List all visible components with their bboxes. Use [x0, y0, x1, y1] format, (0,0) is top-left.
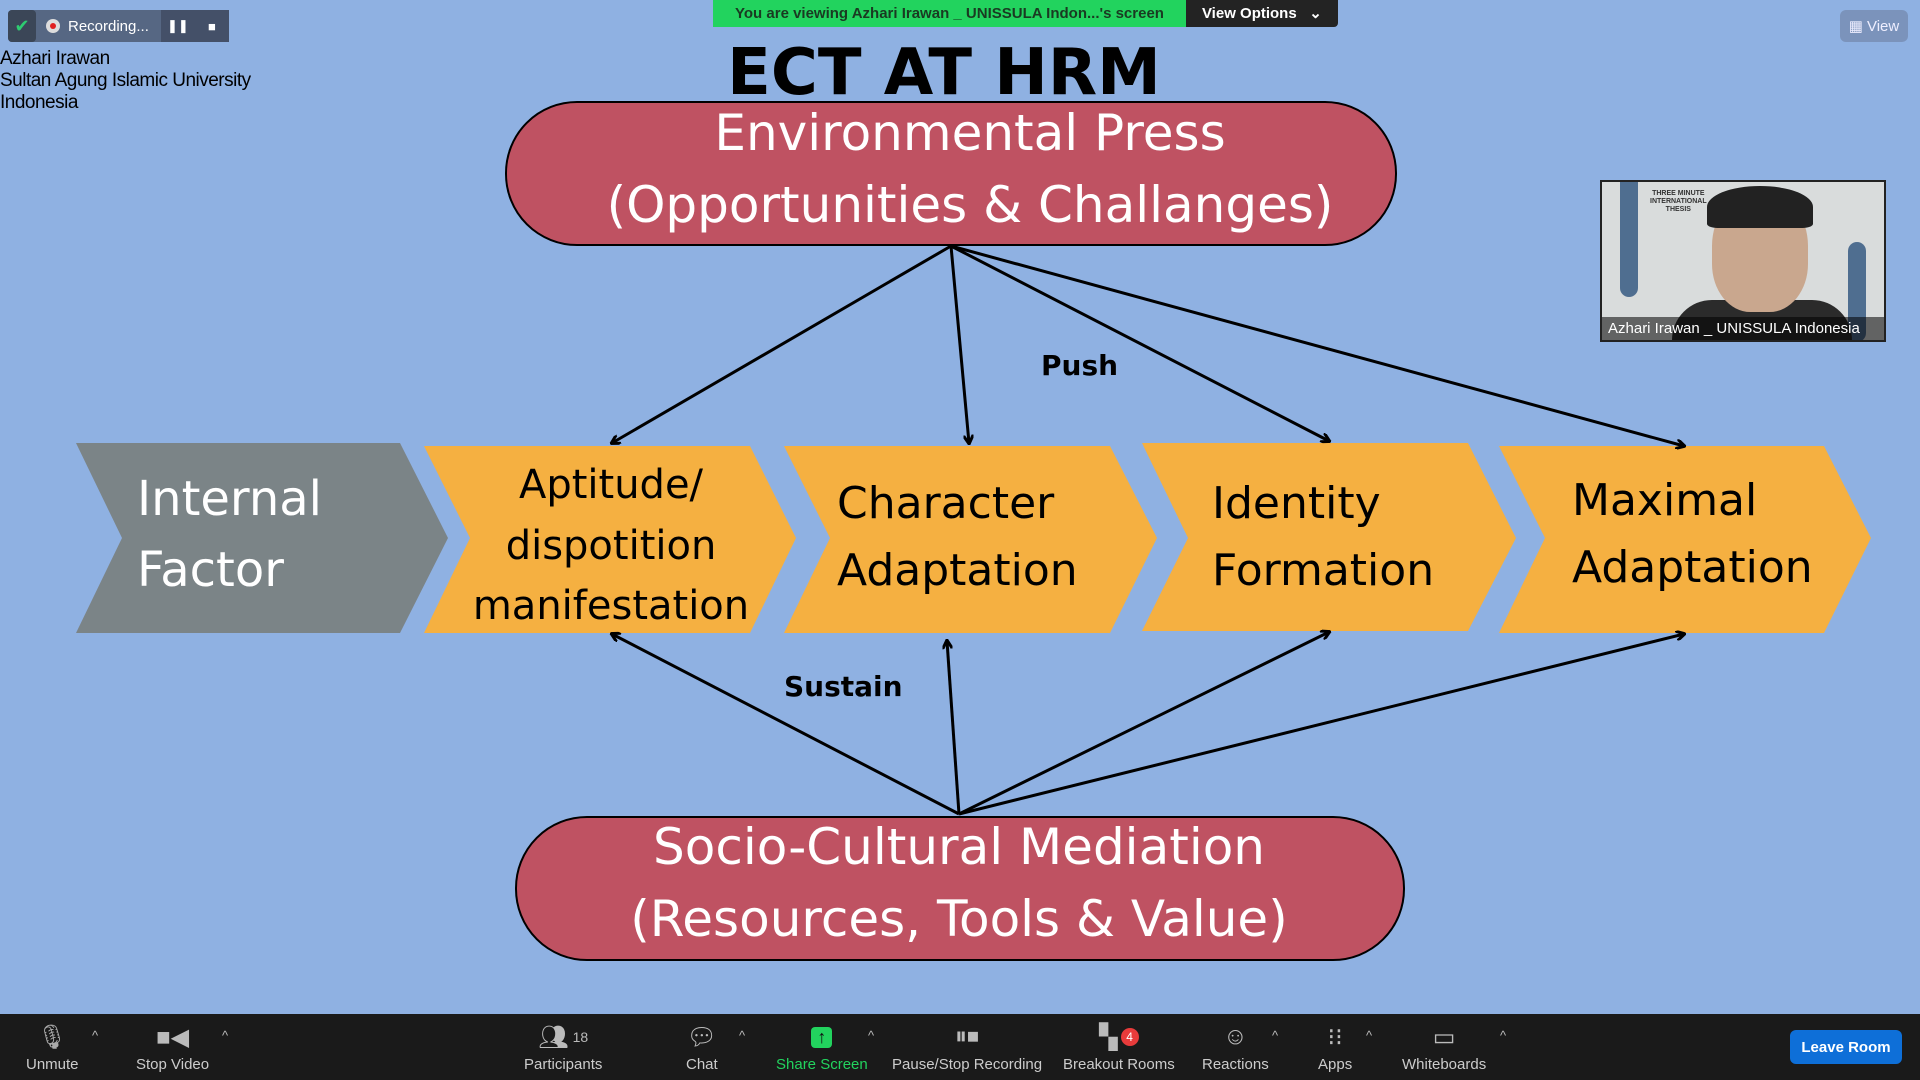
participant-count: 18	[572, 1029, 589, 1045]
share-screen-icon: ↑	[811, 1022, 833, 1052]
participants-icon: 👥︎18	[538, 1023, 589, 1051]
whiteboard-icon: ▭	[1432, 1023, 1456, 1051]
grid-icon: ▦	[1848, 18, 1863, 35]
stage-text: Character	[837, 478, 1055, 529]
chevron-maximal	[1499, 446, 1871, 633]
stage-text: Identity	[1212, 478, 1381, 529]
view-options-button[interactable]: View Options ⌄	[1185, 0, 1338, 27]
pause-stop-recording-button[interactable]: ⏸︎⏹︎ Pause/Stop Recording	[892, 1022, 1042, 1073]
muted-mic-icon: 🎙︎	[37, 1023, 68, 1051]
apps-icon: ⁝⁝	[1327, 1023, 1343, 1051]
whiteboards-caret[interactable]: ^	[1500, 1028, 1507, 1043]
share-screen-label: Share Screen	[776, 1056, 868, 1073]
environmental-press-ellipse	[505, 101, 1397, 246]
stop-video-label: Stop Video	[136, 1056, 210, 1073]
whiteboards-label: Whiteboards	[1402, 1056, 1487, 1073]
share-screen-button[interactable]: ↑ Share Screen	[776, 1022, 868, 1073]
chat-button[interactable]: 💬︎ Chat	[686, 1022, 718, 1074]
viewing-message: You are viewing Azhari Irawan _ UNISSULA…	[713, 0, 1186, 27]
chevron-down-icon: ⌄	[1300, 5, 1322, 22]
chevron-character	[784, 446, 1157, 633]
reactions-caret[interactable]: ^	[1272, 1028, 1279, 1043]
top-line2: (Opportunities & Challanges)	[607, 176, 1334, 234]
stage-text: Adaptation	[1572, 542, 1813, 593]
chevron-internal-factor	[76, 443, 448, 633]
sustain-arrows	[612, 632, 1684, 816]
pause-recording-button[interactable]: ❚❚	[160, 10, 195, 42]
bottom-line2: (Resources, Tools & Value)	[630, 890, 1287, 948]
video-options-caret[interactable]: ^	[222, 1028, 229, 1043]
presenter-name: Azhari Irawan	[0, 48, 110, 69]
slide-title: ECT AT HRM	[727, 36, 1161, 110]
whiteboards-button[interactable]: ▭ Whiteboards	[1402, 1022, 1487, 1074]
stage-text: Aptitude/	[519, 462, 704, 508]
chevron-aptitude	[424, 446, 796, 633]
breakout-rooms-icon: ▚4	[1099, 1022, 1139, 1052]
apps-caret[interactable]: ^	[1366, 1028, 1373, 1043]
presenter-country: Indonesia	[0, 92, 78, 113]
stage-text: manifestation	[473, 583, 749, 629]
reactions-label: Reactions	[1202, 1056, 1269, 1073]
stage-text: Internal	[137, 471, 322, 527]
record-icon	[46, 19, 60, 33]
video-camera-icon: ■◀	[156, 1023, 190, 1051]
stage-text: Formation	[1212, 545, 1434, 596]
recording-indicator: ✔ Recording... ❚❚ ■	[8, 10, 229, 42]
apps-label: Apps	[1318, 1056, 1353, 1073]
stage-text: Maximal	[1572, 475, 1757, 526]
smiley-icon: ☺	[1223, 1023, 1248, 1050]
sustain-label: Sustain	[784, 670, 903, 703]
audio-options-caret[interactable]: ^	[92, 1028, 99, 1043]
stage-text: Adaptation	[837, 545, 1078, 596]
chevron-identity	[1142, 443, 1516, 631]
screen-share-banner: You are viewing Azhari Irawan _ UNISSULA…	[713, 0, 1338, 27]
view-label: View	[1866, 17, 1900, 35]
share-options-caret[interactable]: ^	[868, 1028, 875, 1043]
view-options-label: View Options	[1201, 5, 1297, 22]
participant-name: Azhari Irawan _ UNISSULA Indonesia	[1602, 317, 1884, 340]
stage-text: dispotition	[506, 523, 717, 569]
top-line1: Environmental Press	[714, 104, 1225, 162]
leave-room-button[interactable]: Leave Room	[1790, 1030, 1902, 1064]
bottom-line1: Socio-Cultural Mediation	[653, 818, 1265, 876]
recording-toolbar-label: Pause/Stop Recording	[892, 1056, 1043, 1073]
chat-options-caret[interactable]: ^	[739, 1028, 746, 1043]
unmute-button[interactable]: 🎙︎ Unmute	[26, 1022, 79, 1074]
pause-stop-icon: ⏸︎⏹︎	[955, 1023, 980, 1050]
presenter-org: Sultan Agung Islamic University	[0, 70, 251, 91]
socio-cultural-ellipse	[515, 816, 1405, 961]
breakout-badge: 4	[1120, 1028, 1139, 1046]
unmute-label: Unmute	[26, 1056, 79, 1073]
participants-label: Participants	[524, 1056, 603, 1073]
reactions-button[interactable]: ☺ Reactions	[1202, 1022, 1269, 1073]
presenter-caption: Azhari Irawan Sultan Agung Islamic Unive…	[0, 48, 251, 114]
push-label: Push	[1041, 349, 1118, 382]
push-arrows	[612, 244, 1684, 446]
breakout-label: Breakout Rooms	[1063, 1056, 1175, 1073]
chat-label: Chat	[686, 1056, 718, 1073]
recording-label: Recording...	[68, 17, 149, 35]
stop-recording-button[interactable]: ■	[194, 10, 229, 42]
stage-text: Factor	[137, 542, 284, 598]
slide-canvas: ECT AT HRM Environmental Press (Opportun…	[76, 36, 1871, 961]
apps-button[interactable]: ⁝⁝ Apps	[1318, 1022, 1353, 1074]
shield-icon: ✔	[8, 10, 36, 42]
view-button[interactable]: ▦View	[1840, 10, 1908, 42]
chat-icon: 💬︎	[686, 1023, 718, 1051]
stop-video-button[interactable]: ■◀ Stop Video	[136, 1022, 210, 1074]
